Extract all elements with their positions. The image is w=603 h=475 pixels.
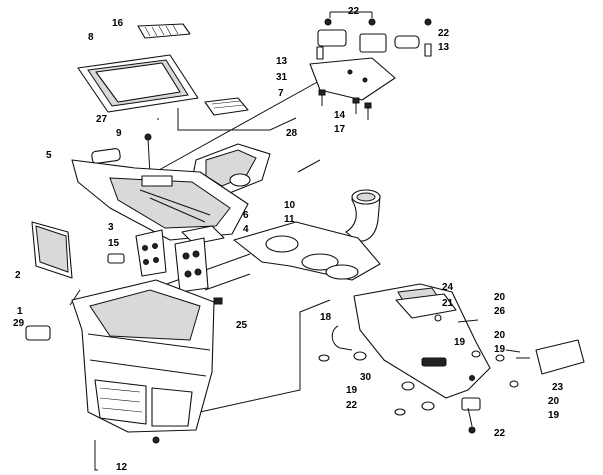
part-bracket-assembly: [309, 11, 432, 120]
callout-label: 31: [276, 72, 288, 83]
callout-label: 29: [13, 318, 25, 329]
callout-label: 4: [243, 224, 249, 235]
callout-label: 25: [236, 320, 248, 331]
callout-label: 19: [494, 344, 506, 355]
callout-labels: 16 8 22 22 13 13 31 7 14 17 27 9 28 5 6 …: [13, 6, 564, 473]
callout-label: 3: [108, 222, 114, 233]
callout-label: 21: [442, 298, 454, 309]
callout-label: 1: [17, 306, 23, 317]
callout-label: 22: [438, 28, 450, 39]
callout-label: 7: [278, 88, 284, 99]
callout-label: 12: [116, 462, 128, 473]
callout-label: 23: [552, 382, 564, 393]
callout-label: 6: [243, 210, 249, 221]
callout-label: 10: [284, 200, 296, 211]
callout-label: 28: [286, 128, 298, 139]
callout-label: 5: [46, 150, 52, 161]
callout-label: 16: [112, 18, 124, 29]
callout-label: 15: [108, 238, 120, 249]
callout-label: 22: [346, 400, 358, 411]
callout-label: 19: [548, 410, 560, 421]
part-lid-filter-frame: [77, 23, 249, 116]
part-duct-and-gasket: [233, 189, 381, 281]
callout-label: 20: [494, 330, 506, 341]
callout-label: 11: [284, 214, 295, 225]
callout-label: 9: [116, 128, 122, 139]
callout-label: 30: [360, 372, 372, 383]
callout-label: 22: [494, 428, 506, 439]
callout-label: 22: [348, 6, 360, 17]
part-plates-and-sponge: [31, 221, 209, 293]
callout-label: 24: [442, 282, 454, 293]
callout-label: 27: [96, 114, 108, 125]
callout-label: 14: [334, 110, 346, 121]
callout-label: 18: [320, 312, 332, 323]
callout-label: 20: [494, 292, 506, 303]
callout-label: 2: [15, 270, 21, 281]
callout-label: 13: [438, 42, 450, 53]
part-loose-hardware: [318, 319, 530, 434]
callout-label: 20: [548, 396, 560, 407]
part-lower-airbox: [25, 279, 223, 444]
callout-label: 19: [346, 385, 358, 396]
callout-label: 26: [494, 306, 506, 317]
callout-label: 19: [454, 337, 466, 348]
callout-label: 13: [276, 56, 288, 67]
callout-label: 17: [334, 124, 346, 135]
part-intake-tube-assembly: [331, 283, 585, 411]
callout-label: 8: [88, 32, 94, 43]
part-upper-housing: [71, 159, 249, 245]
